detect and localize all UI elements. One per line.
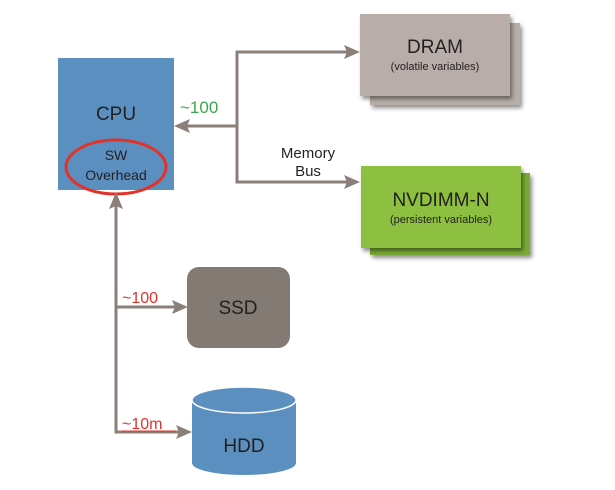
ssd-node: SSD xyxy=(187,267,290,348)
cpu-node: CPU SW Overhead xyxy=(58,58,174,196)
arrow-to-nvdimm-icon xyxy=(344,175,360,189)
ssd-latency-label: ~100 xyxy=(122,290,158,307)
arrow-to-ssd-icon xyxy=(172,300,188,314)
hdd-cylinder-top xyxy=(191,386,297,414)
memory-bus-line xyxy=(235,50,356,184)
nvdimm-title: NVDIMM-N xyxy=(392,190,489,211)
ssd-title: SSD xyxy=(218,298,257,319)
memory-bus-label-line2: Bus xyxy=(295,163,321,180)
dram-title: DRAM xyxy=(407,37,463,58)
cpu-title: CPU xyxy=(96,104,136,125)
memory-bus-label-line1: Memory xyxy=(281,145,336,162)
hdd-node: HDD xyxy=(191,386,297,475)
dram-box xyxy=(360,14,510,96)
dram-node: DRAM (volatile variables) xyxy=(360,14,520,105)
dram-subtitle: (volatile variables) xyxy=(391,61,480,73)
cpu-box xyxy=(58,58,174,190)
arrow-to-cpu-from-storage-icon xyxy=(109,192,123,209)
nvdimm-box xyxy=(361,166,521,248)
storage-connector: ~100 ~10m xyxy=(109,192,192,439)
hdd-cylinder-body xyxy=(192,402,296,475)
cpu-sw-label: SW xyxy=(105,147,128,163)
arrow-to-cpu-icon xyxy=(174,119,190,133)
cpu-overhead-label: Overhead xyxy=(85,167,146,183)
hdd-title: HDD xyxy=(223,436,264,457)
storage-trunk-line xyxy=(114,206,180,434)
cpu-memory-latency-label: ~100 xyxy=(180,98,218,117)
memory-bus-connector: ~100 Memory Bus xyxy=(174,45,360,189)
arrow-to-dram-icon xyxy=(344,45,360,59)
ssd-box xyxy=(187,267,290,348)
hdd-latency-label: ~10m xyxy=(122,416,162,433)
nvdimm-subtitle: (persistent variables) xyxy=(390,214,492,226)
nvdimm-node: NVDIMM-N (persistent variables) xyxy=(361,166,530,255)
arrow-to-hdd-icon xyxy=(176,425,192,439)
